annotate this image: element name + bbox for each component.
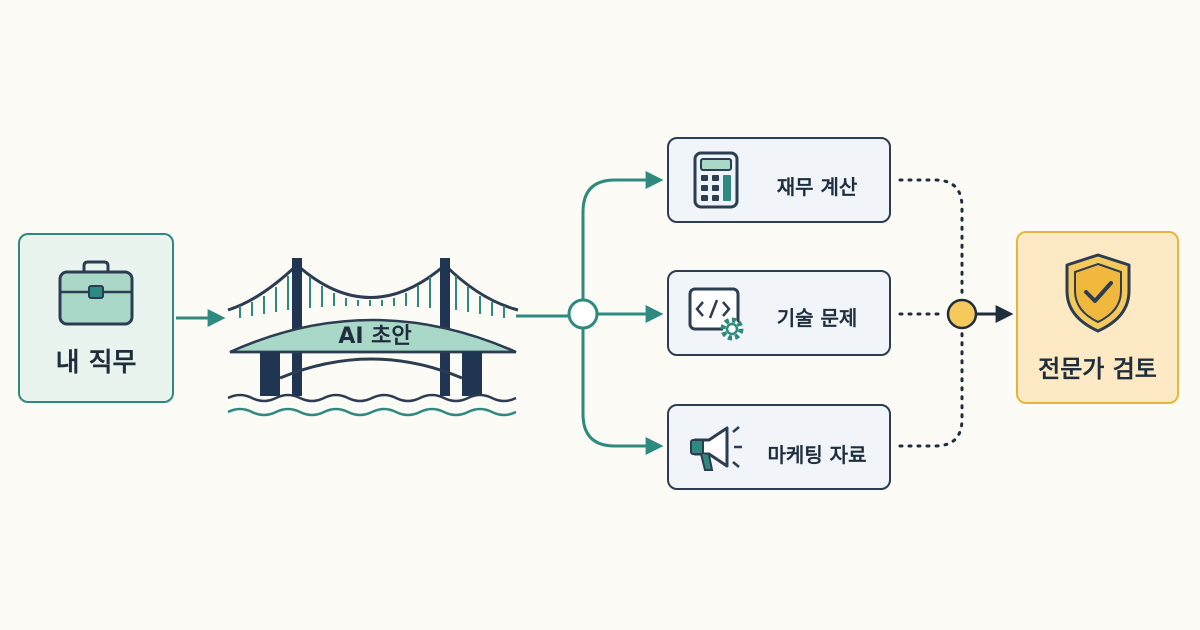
expert-review-label: 전문가 검토	[1038, 355, 1157, 383]
my-job-node: 내 직무	[18, 233, 174, 403]
ai-draft-label: AI 초안	[338, 324, 412, 349]
bridge-icon	[227, 258, 519, 417]
dotted-task-2-to-merge	[898, 330, 964, 448]
task-node-marketing: 마케팅 자료	[667, 404, 891, 490]
task-node-finance: 재무 계산	[667, 137, 891, 223]
shield-check-icon	[1065, 253, 1130, 333]
task-label-finance: 재무 계산	[776, 175, 858, 199]
merge-node	[946, 298, 978, 330]
briefcase-icon	[58, 260, 134, 325]
arrow-hub-to-task-2	[581, 328, 664, 455]
expert-review-node: 전문가 검토	[1016, 231, 1179, 404]
task-node-tech: 기술 문제	[667, 270, 891, 356]
arrow-hub-to-task-0	[581, 171, 664, 300]
megaphone-icon	[690, 426, 742, 471]
code-gear-icon	[688, 287, 744, 341]
branch-node	[567, 298, 599, 330]
my-job-label: 내 직무	[55, 347, 137, 378]
dotted-task-0-to-merge	[898, 178, 964, 298]
calculator-icon	[693, 151, 739, 209]
task-label-marketing: 마케팅 자료	[767, 443, 867, 467]
task-label-tech: 기술 문제	[776, 306, 858, 330]
